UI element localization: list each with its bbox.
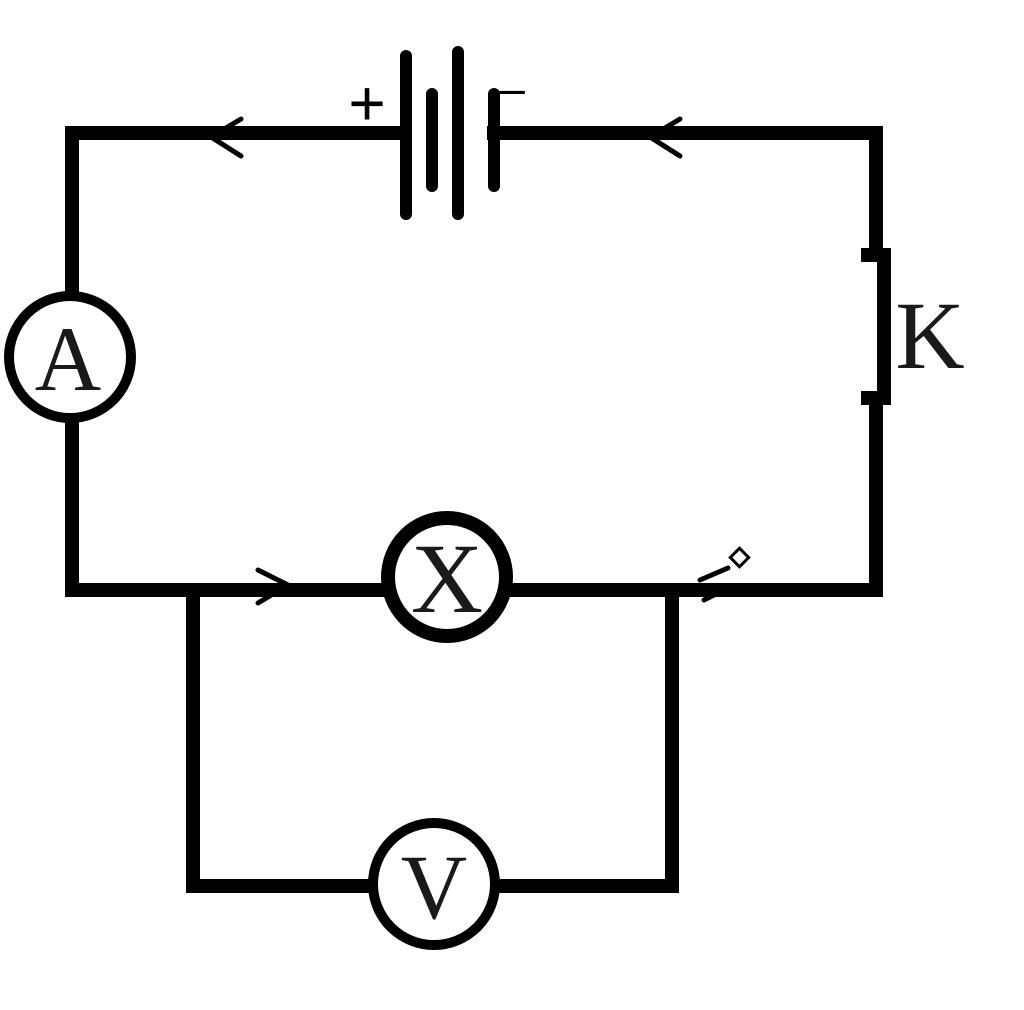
lamp-label: X	[411, 523, 483, 634]
voltmeter-label: V	[401, 836, 467, 938]
switch-label: K	[895, 282, 964, 389]
wires	[65, 126, 883, 893]
arrow-bottom-left	[255, 567, 291, 606]
ammeter-circle	[4, 291, 136, 423]
lamp-circle	[381, 511, 513, 643]
battery-plus-label: +	[348, 67, 385, 139]
battery-minus-label: –	[499, 62, 525, 114]
arrow-top-left	[208, 116, 244, 159]
battery: + –	[348, 46, 525, 220]
current-arrows	[208, 116, 683, 606]
marker-square	[728, 546, 751, 569]
arrow-top-right	[647, 116, 683, 159]
ammeter: A	[4, 291, 136, 423]
marker-stroke	[697, 565, 731, 583]
switch-k: K	[861, 248, 965, 405]
wire-marker	[697, 546, 751, 603]
switch-contact	[861, 248, 891, 405]
lamp: X	[381, 511, 513, 643]
voltmeter: V	[368, 818, 500, 950]
voltmeter-circle	[368, 818, 500, 950]
marker-tick	[701, 589, 723, 603]
ammeter-label: A	[35, 308, 101, 410]
